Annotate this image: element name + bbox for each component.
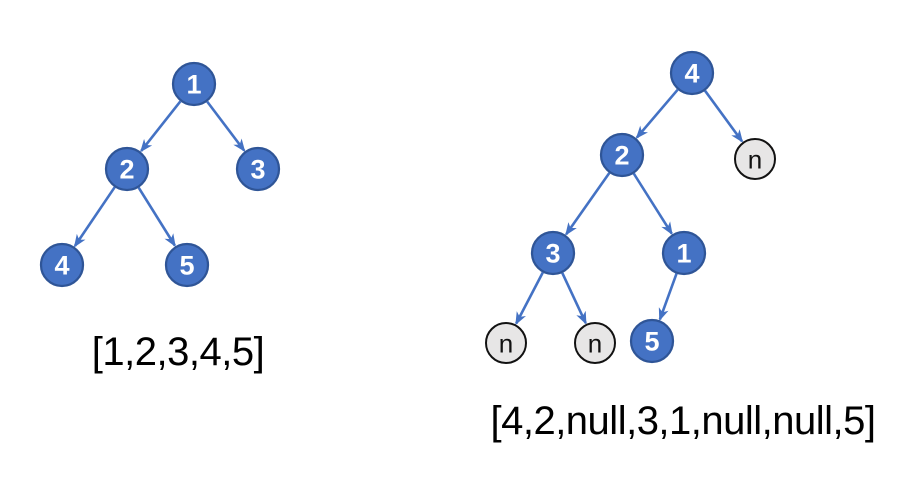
node-value-text: 5 — [179, 251, 194, 281]
node-circle — [171, 61, 217, 107]
tree-null-node: n — [734, 138, 776, 180]
node-circle — [39, 242, 85, 288]
tree-value-node: 3 — [235, 146, 281, 192]
node-value-text: 1 — [186, 70, 201, 100]
tree-value-node: 4 — [669, 50, 715, 96]
node-value-text: 5 — [644, 327, 659, 357]
node-value-text: 3 — [250, 155, 265, 185]
node-circle — [530, 230, 576, 276]
tree-left: 1 2 3 4 5 — [39, 61, 281, 288]
node-circle — [661, 230, 707, 276]
node-value-text: 2 — [119, 155, 134, 185]
node-circle — [164, 242, 210, 288]
tree-edge — [635, 88, 679, 139]
tree-value-node: 4 — [39, 242, 85, 288]
tree-value-node: 2 — [104, 146, 150, 192]
node-value-text: 3 — [545, 239, 560, 269]
node-value-text: 4 — [684, 59, 699, 89]
tree-null-node: n — [574, 322, 616, 364]
tree-edge — [565, 172, 611, 236]
tree-array-label-left: [1,2,3,4,5] — [91, 330, 265, 374]
tree-edge — [703, 89, 744, 143]
node-circle — [574, 322, 616, 364]
node-circle — [734, 138, 776, 180]
tree-null-node: n — [485, 322, 527, 364]
tree-edge — [658, 273, 678, 322]
node-value-text: 2 — [614, 141, 629, 171]
tree-array-label-right: [4,2,null,3,1,null,null,5] — [490, 399, 876, 443]
node-circle — [104, 146, 150, 192]
tree-edge — [206, 100, 246, 153]
node-value-text: 4 — [54, 251, 69, 281]
tree-edge — [515, 271, 544, 326]
tree-right: 4 2 n 3 1 n n 5 — [485, 50, 776, 364]
tree-value-node: 1 — [171, 61, 217, 107]
tree-value-node: 5 — [164, 242, 210, 288]
tree-edge — [73, 186, 116, 248]
node-value-text: n — [588, 328, 602, 358]
node-value-text: n — [499, 328, 513, 358]
node-value-text: n — [748, 144, 762, 174]
tree-edge — [561, 272, 587, 325]
node-value-text: 1 — [676, 239, 691, 269]
tree-value-node: 3 — [530, 230, 576, 276]
node-circle — [669, 50, 715, 96]
node-circle — [599, 132, 645, 178]
tree-edge — [137, 187, 176, 248]
node-circle — [629, 318, 675, 364]
node-circle — [235, 146, 281, 192]
tree-edge — [632, 172, 673, 236]
tree-value-node: 1 — [661, 230, 707, 276]
tree-value-node: 2 — [599, 132, 645, 178]
tree-value-node: 5 — [629, 318, 675, 364]
node-circle — [485, 322, 527, 364]
tree-edge — [140, 100, 182, 153]
trees-root: 1 2 3 4 5 4 2 n 3 1 n n 5 — [39, 50, 776, 364]
